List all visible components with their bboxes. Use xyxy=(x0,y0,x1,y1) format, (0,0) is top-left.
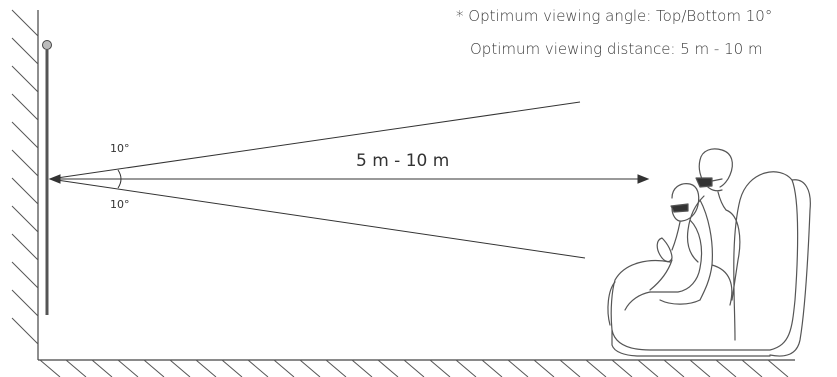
angle-top-label: 10° xyxy=(110,142,130,155)
viewing-angle-note: * Optimum viewing angle: Top/Bottom 10° xyxy=(456,7,773,25)
tv-screen xyxy=(42,40,52,315)
armchair xyxy=(610,171,799,351)
distance-arrow xyxy=(48,174,650,184)
viewers-illustration xyxy=(607,148,811,357)
distance-label: 5 m - 10 m xyxy=(356,151,450,171)
wall-hatching xyxy=(11,9,39,345)
adult-viewer xyxy=(699,148,733,188)
angle-bottom-label: 10° xyxy=(110,198,130,211)
wall xyxy=(37,10,795,361)
floor-hatching xyxy=(39,359,789,377)
viewing-distance-note: Optimum viewing distance: 5 m - 10 m xyxy=(470,40,763,58)
child-viewer xyxy=(671,183,700,222)
viewing-cone xyxy=(49,101,586,259)
